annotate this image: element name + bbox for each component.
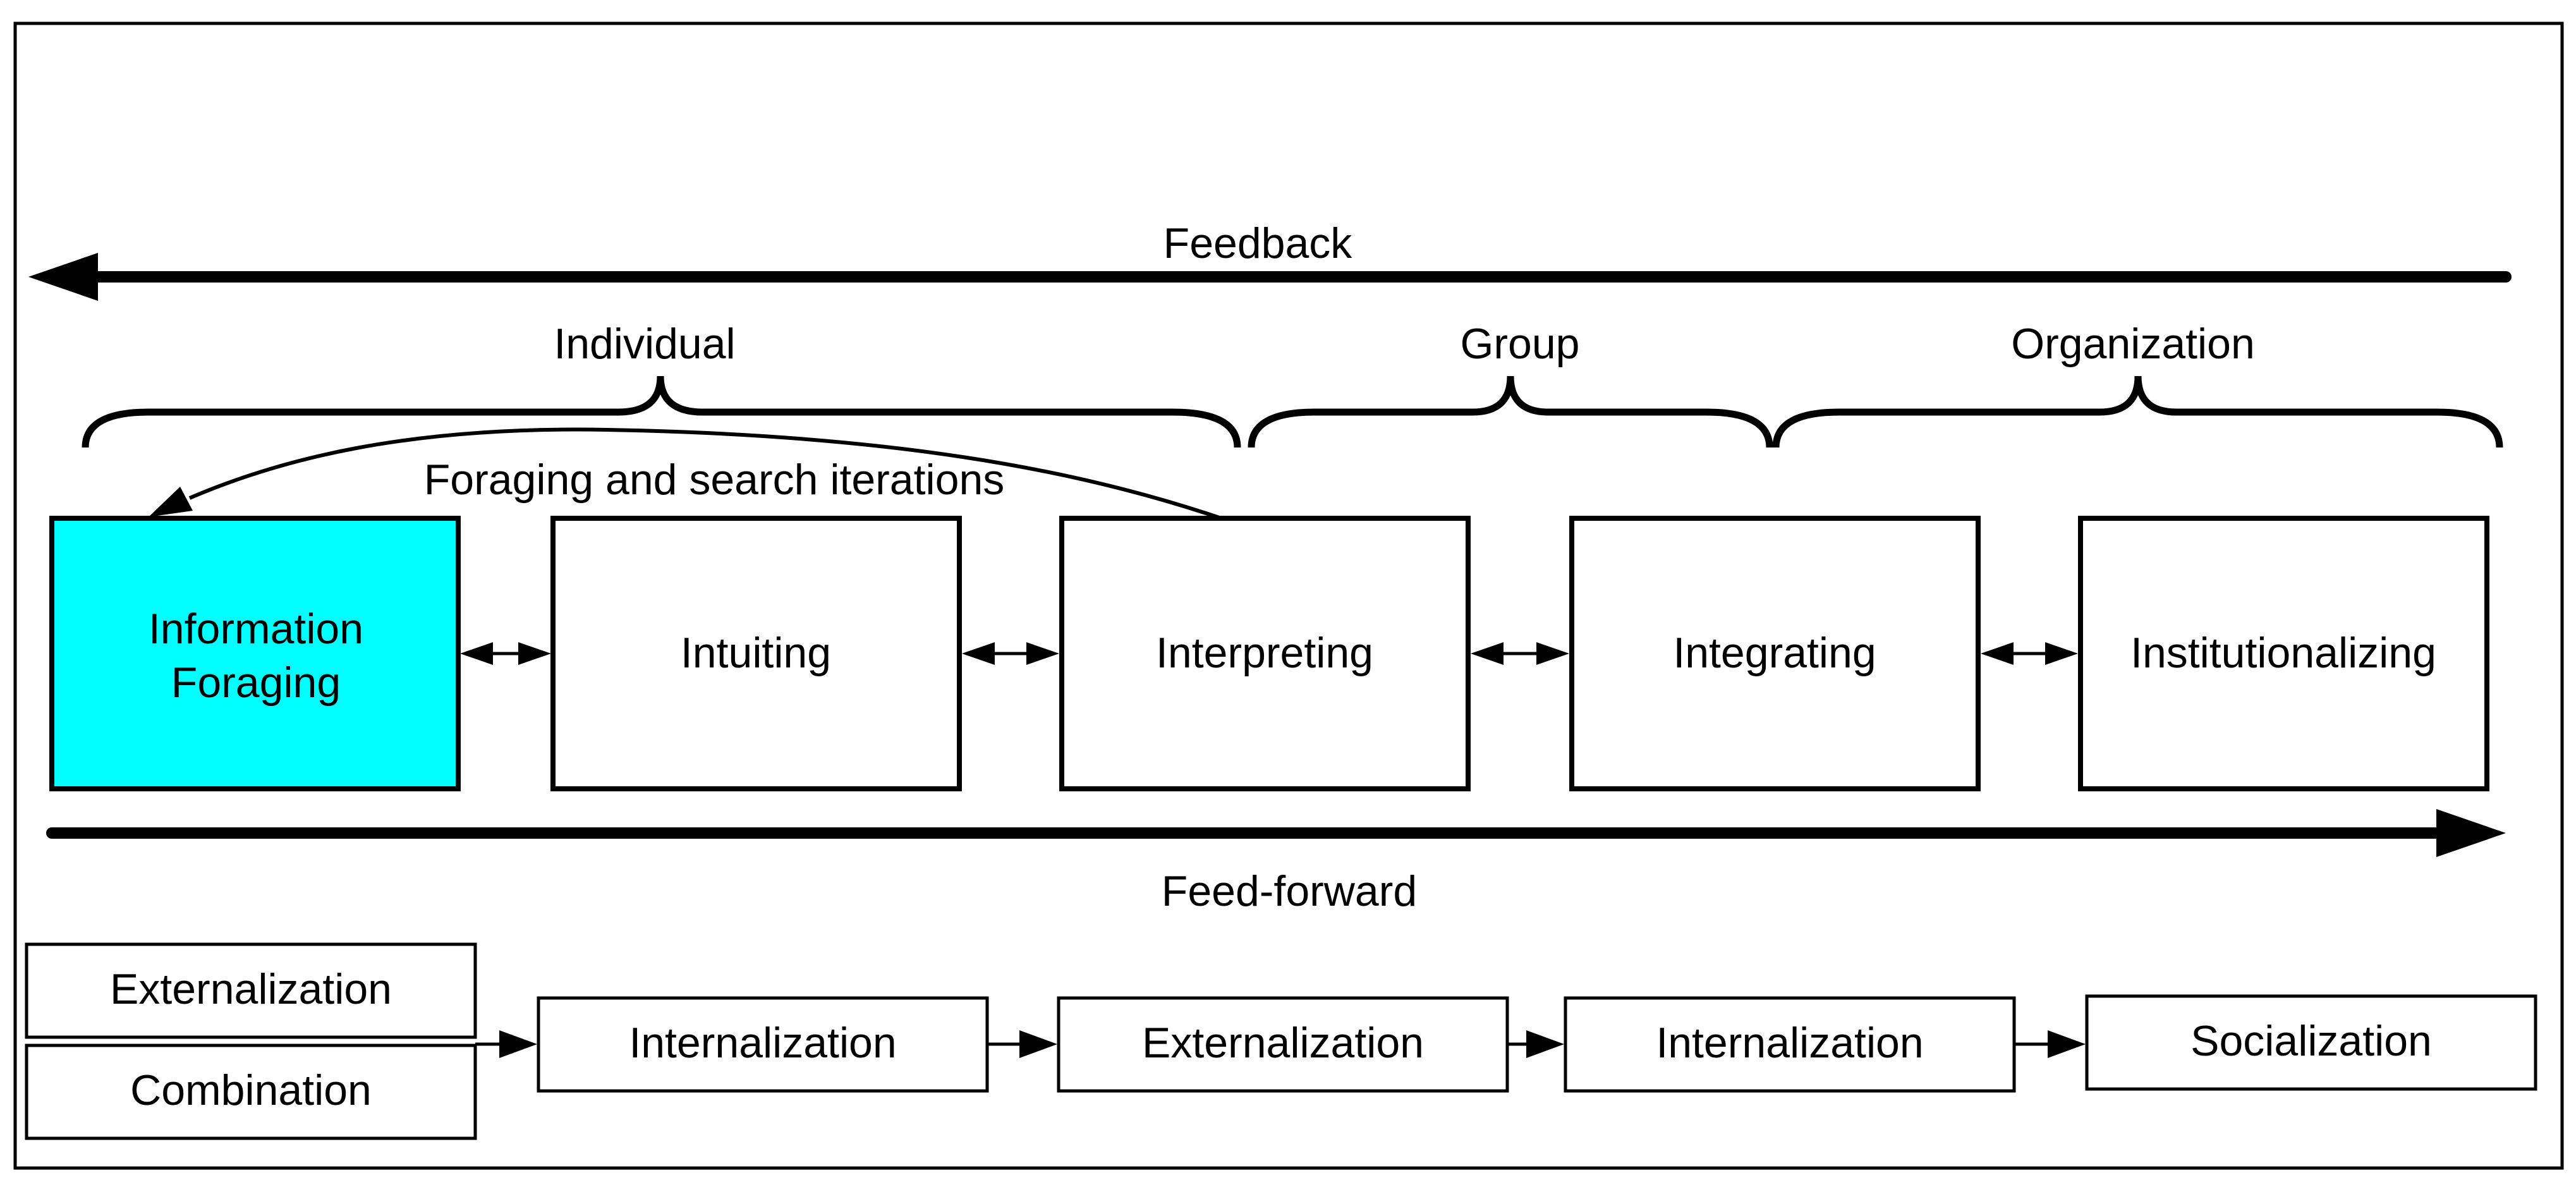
outer-frame — [13, 21, 2564, 1170]
organization-brace — [1772, 375, 2503, 448]
stage-information-foraging-line1: Information — [149, 605, 363, 653]
individual-brace — [82, 375, 1241, 448]
double-arrow-3 — [1471, 642, 1569, 665]
stage-interpreting — [1059, 516, 1471, 791]
stage-interpreting-label: Interpreting — [1156, 629, 1373, 677]
stage-institutionalizing — [2078, 516, 2489, 791]
double-arrow-4 — [1981, 642, 2078, 665]
feedforward-arrow — [46, 809, 2506, 857]
foraging-loop-arrow — [149, 427, 1225, 521]
double-arrow-2 — [962, 642, 1059, 665]
stage-integrating — [1569, 516, 1981, 791]
group-brace — [1248, 375, 1773, 448]
feedback-label: Feedback — [1163, 219, 1353, 267]
mode-arrow-4 — [2014, 1030, 2086, 1058]
organization-label: Organization — [2011, 320, 2255, 368]
mode-arrow-2 — [987, 1030, 1057, 1058]
individual-label: Individual — [554, 320, 735, 368]
mode-combination-label: Combination — [130, 1066, 372, 1114]
feedback-arrow — [28, 253, 2512, 301]
mode-externalization-top-label: Externalization — [110, 965, 392, 1013]
foraging-loop-label: Foraging and search iterations — [424, 456, 1005, 504]
feedforward-label: Feed-forward — [1162, 867, 1417, 915]
mode-internalization-2 — [1564, 996, 2016, 1093]
mode-arrow-3 — [1507, 1030, 1564, 1058]
stage-institutionalizing-label: Institutionalizing — [2130, 629, 2436, 677]
group-label: Group — [1461, 320, 1580, 368]
mode-externalization-2-label: Externalization — [1142, 1019, 1424, 1067]
stage-intuiting — [550, 516, 962, 791]
mode-internalization-1-label: Internalization — [629, 1019, 896, 1067]
mode-externalization-top — [25, 942, 477, 1039]
mode-arrow-1 — [475, 1030, 537, 1058]
mode-socialization-label: Socialization — [2190, 1017, 2432, 1065]
mode-internalization-1 — [537, 996, 989, 1093]
stage-information-foraging-line2: Foraging — [171, 659, 341, 707]
double-arrow-1 — [460, 642, 551, 665]
mode-externalization-2 — [1057, 996, 1509, 1093]
stage-integrating-label: Integrating — [1673, 629, 1876, 677]
stage-information-foraging — [49, 516, 461, 791]
stage-intuiting-label: Intuiting — [681, 629, 831, 677]
mode-socialization — [2085, 994, 2537, 1091]
mode-internalization-2-label: Internalization — [1656, 1019, 1923, 1067]
mode-combination — [25, 1044, 477, 1140]
